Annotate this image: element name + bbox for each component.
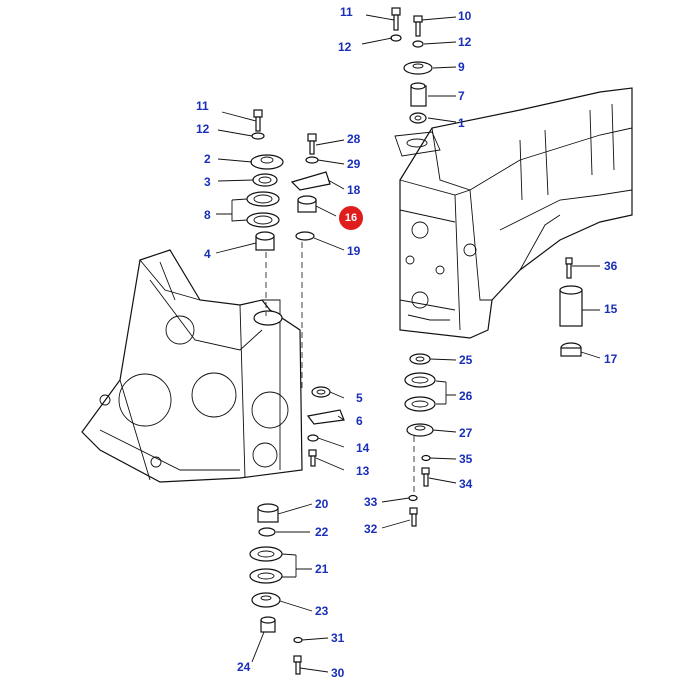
callout-5[interactable]: 5	[356, 391, 363, 405]
callout-14[interactable]: 14	[356, 441, 370, 455]
callout-24[interactable]: 24	[237, 660, 251, 674]
callout-30[interactable]: 30	[331, 666, 345, 680]
center-pin-stack	[290, 133, 345, 467]
callout-2[interactable]: 2	[204, 152, 211, 166]
callout-3[interactable]: 3	[204, 175, 211, 189]
upper-right-pin-stack	[390, 7, 433, 124]
callout-28[interactable]: 28	[347, 132, 361, 146]
upper-left-pin-stack	[246, 109, 284, 316]
callout-20[interactable]: 20	[315, 497, 329, 511]
right-pin-assembly	[559, 257, 583, 357]
callout-19[interactable]: 19	[347, 244, 361, 258]
callout-31[interactable]: 31	[331, 631, 345, 645]
bottom-pin-stack	[249, 503, 303, 675]
callout-18[interactable]: 18	[347, 183, 361, 197]
callout-33[interactable]: 33	[364, 495, 378, 509]
callout-15[interactable]: 15	[604, 302, 618, 316]
callout-12-top-right-right[interactable]: 12	[458, 35, 472, 49]
callout-12-upper-left[interactable]: 12	[196, 122, 210, 136]
callout-34[interactable]: 34	[459, 477, 473, 491]
callout-11-top-right[interactable]: 11	[340, 5, 353, 19]
callout-7[interactable]: 7	[458, 89, 465, 103]
callout-29[interactable]: 29	[347, 157, 361, 171]
callout-23[interactable]: 23	[315, 604, 329, 618]
lower-right-pin-stack	[404, 353, 436, 527]
callout-36[interactable]: 36	[604, 259, 618, 273]
rear-frame	[394, 87, 633, 339]
callout-27[interactable]: 27	[459, 426, 473, 440]
callout-8[interactable]: 8	[204, 208, 211, 222]
callout-10[interactable]: 10	[458, 9, 472, 23]
callout-13[interactable]: 13	[356, 464, 370, 478]
callout-25[interactable]: 25	[459, 353, 473, 367]
callout-9[interactable]: 9	[458, 60, 465, 74]
callout-21[interactable]: 21	[315, 562, 329, 576]
callout-6[interactable]: 6	[356, 414, 363, 428]
callout-22[interactable]: 22	[315, 525, 329, 539]
callout-32[interactable]: 32	[364, 522, 378, 536]
callout-26[interactable]: 26	[459, 389, 473, 403]
front-frame	[81, 249, 303, 483]
callout-4[interactable]: 4	[204, 247, 211, 261]
callout-1[interactable]: 1	[458, 116, 465, 130]
callout-35[interactable]: 35	[459, 452, 473, 466]
callout-12-top-right-left[interactable]: 12	[338, 40, 352, 54]
highlighted-part-16-badge[interactable]: 16	[339, 206, 363, 230]
leader-lines	[215, 14, 601, 673]
callout-17[interactable]: 17	[604, 352, 618, 366]
callout-11-upper-left[interactable]: 11	[196, 99, 209, 113]
